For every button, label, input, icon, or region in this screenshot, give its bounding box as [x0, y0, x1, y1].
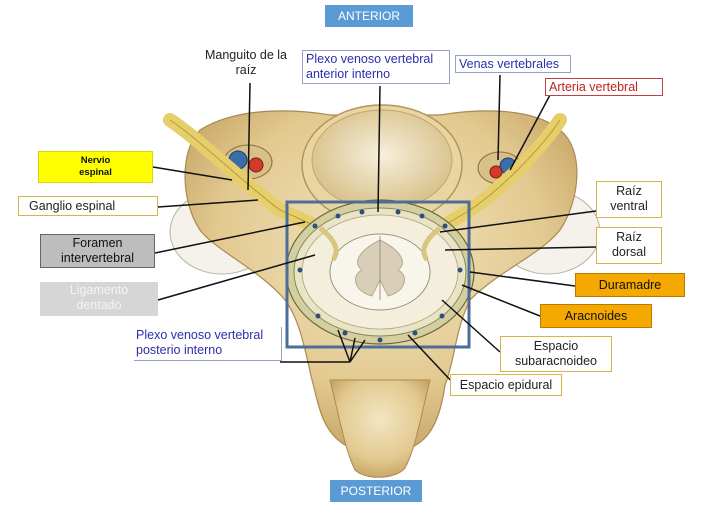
label-nervio-espinal: Nervio espinal [38, 151, 153, 183]
label-raiz-ventral: Raíz ventral [596, 181, 662, 218]
spinal-cord [329, 233, 431, 311]
nerve-roots [318, 226, 442, 262]
label-duramadre: Duramadre [575, 273, 685, 297]
label-aracnoides: Aracnoides [540, 304, 652, 328]
label-espacio-epidural: Espacio epidural [450, 374, 562, 396]
label-raiz-dorsal: Raíz dorsal [596, 227, 662, 264]
leader-lines [152, 74, 597, 386]
venous-plexus-dots [297, 209, 463, 343]
label-espacio-subaracnoideo: Espacio subaracnoideo [500, 336, 612, 372]
label-ligamento-dentado: Ligamento dentado [40, 282, 158, 316]
label-venas-vertebrales: Venas vertebrales [455, 55, 571, 73]
posterior-label: POSTERIOR [330, 480, 422, 502]
label-ganglio-espinal: Ganglio espinal [18, 196, 158, 216]
spinal-nerves [163, 113, 567, 235]
spinous-process [329, 379, 431, 478]
label-arteria-vertebral: Arteria vertebral [545, 78, 663, 96]
label-foramen-intervertebral: Foramen intervertebral [40, 234, 155, 268]
vertebral-body [301, 104, 463, 226]
label-plexo-posterior: Plexo venoso vertebral posterio interno [134, 327, 282, 361]
label-manguito: Manguito de la raíz [204, 48, 287, 77]
anterior-label: ANTERIOR [325, 5, 413, 27]
label-plexo-anterior: Plexo venoso vertebral anterior interno [302, 50, 450, 84]
